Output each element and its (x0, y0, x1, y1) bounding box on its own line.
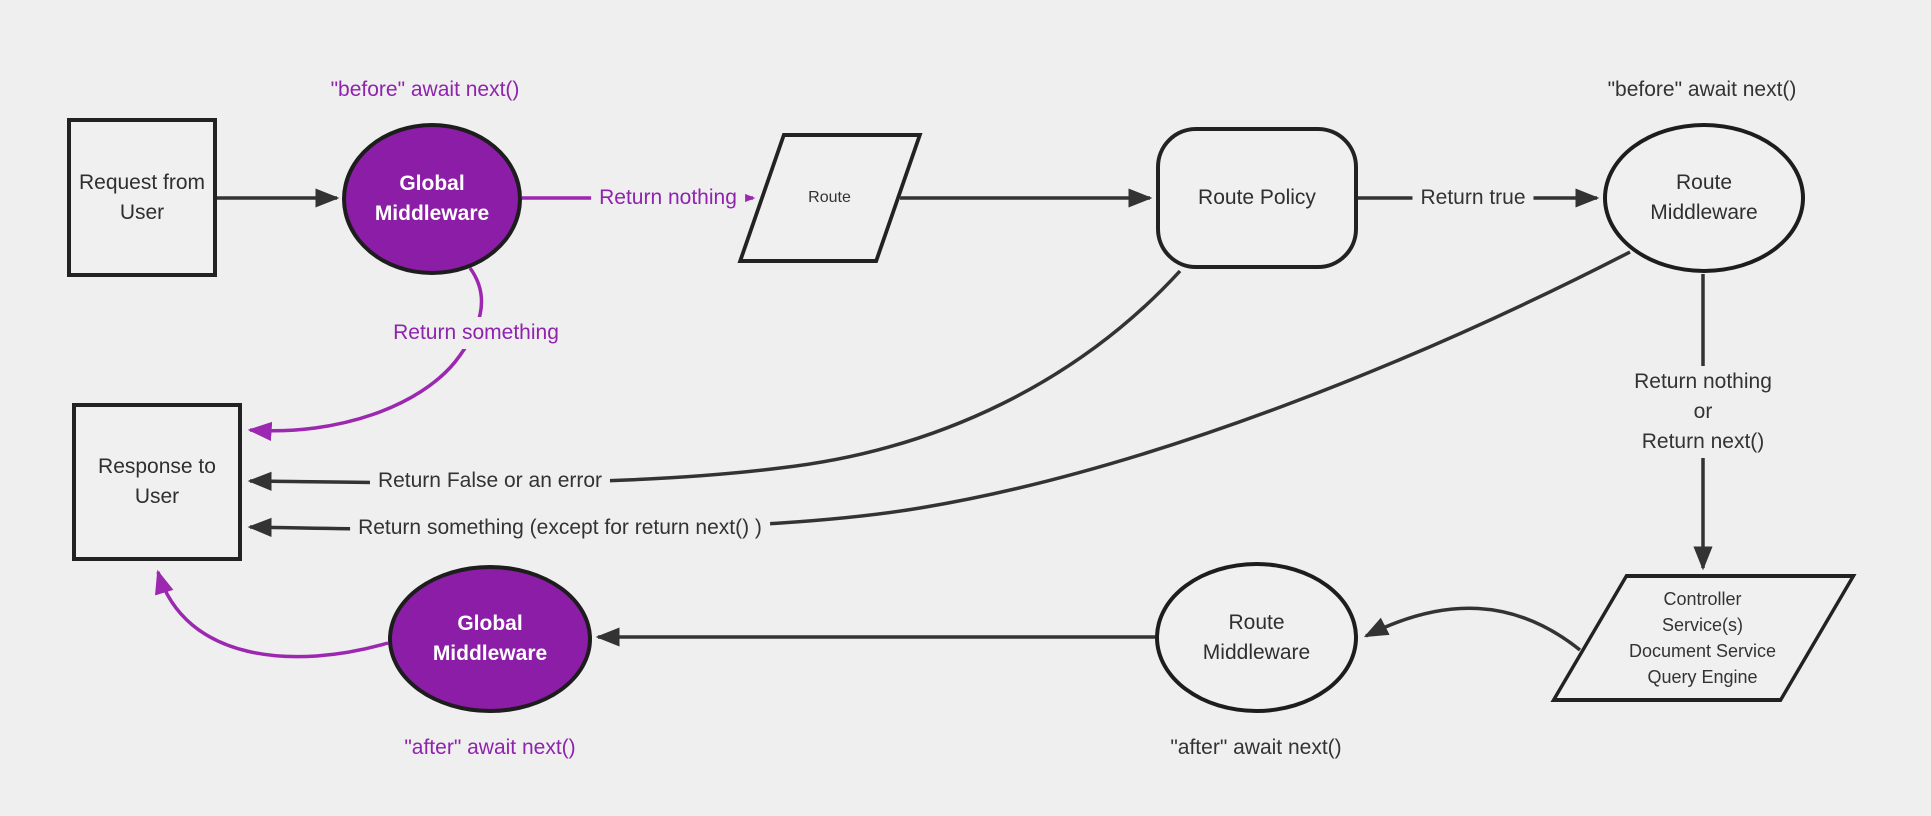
label-after-await-next-global: "after" await next() (404, 736, 576, 759)
node-response-to-user: Response to User (72, 403, 242, 561)
edge-controller-to-route-middleware-bottom (1363, 606, 1582, 652)
label-return-something: Return something (385, 317, 567, 349)
node-route-middleware-top: Route Middleware (1603, 123, 1805, 273)
node-route: Route (736, 133, 923, 263)
node-global-middleware-top: Global Middleware (342, 123, 522, 275)
label-return-false-or-error: Return False or an error (369, 465, 611, 497)
edge-global-middleware-bottom-to-response (155, 569, 389, 659)
node-route-middleware-bottom: Route Middleware (1155, 562, 1358, 713)
label-return-nothing-or-return-next: Return nothing or Return next() (1626, 366, 1780, 458)
label-after-await-next-route: "after" await next() (1170, 736, 1342, 759)
node-global-middleware-bottom: Global Middleware (388, 565, 592, 713)
edge-route-policy-return-false-to-response (247, 269, 1182, 491)
label-before-await-next-route: "before" await next() (1607, 78, 1797, 101)
node-request-from-user: Request from User (67, 118, 217, 277)
label-before-await-next-global: "before" await next() (330, 78, 520, 101)
edge-global-middleware-return-something-to-response (247, 266, 484, 442)
label-return-nothing: Return nothing (591, 182, 745, 214)
label-return-something-except: Return something (except for return next… (350, 512, 770, 544)
label-return-true: Return true (1412, 182, 1534, 214)
controller-services-label: Controller Service(s) Document Service Q… (1628, 589, 1777, 687)
route-label: Route (808, 189, 851, 206)
node-controller-services: Controller Service(s) Document Service Q… (1549, 574, 1857, 702)
node-route-policy: Route Policy (1156, 127, 1358, 269)
